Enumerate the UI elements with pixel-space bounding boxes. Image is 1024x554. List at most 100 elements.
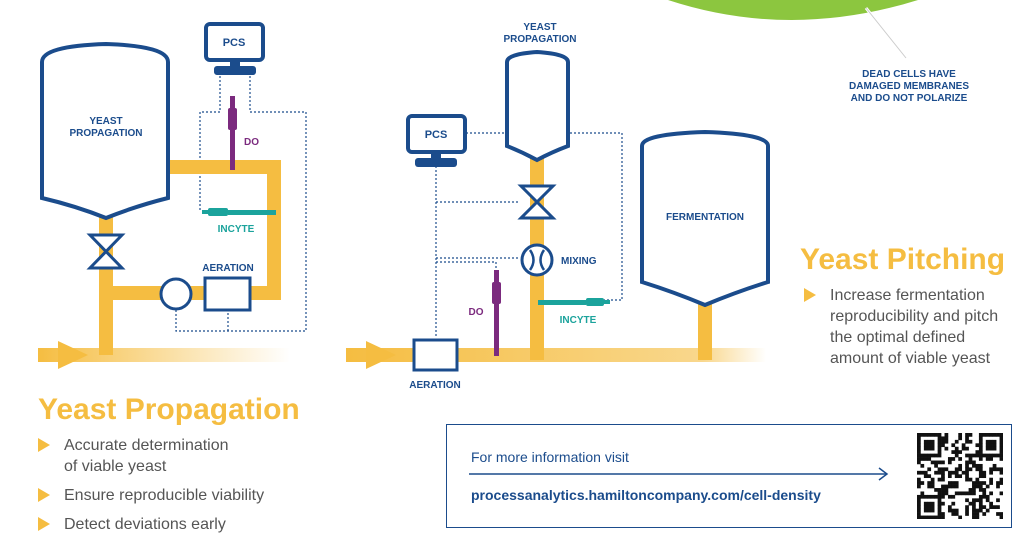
qr-module bbox=[999, 446, 1003, 451]
qr-module bbox=[951, 443, 956, 448]
qr-module bbox=[917, 498, 921, 503]
qr-module bbox=[937, 505, 942, 509]
qr-module bbox=[951, 508, 956, 513]
qr-module bbox=[965, 498, 969, 503]
qr-module bbox=[920, 453, 925, 458]
qr-module bbox=[958, 436, 963, 441]
qr-module bbox=[937, 443, 942, 448]
qr-module bbox=[954, 470, 959, 475]
qr-module bbox=[923, 457, 928, 461]
qr-module bbox=[958, 474, 963, 479]
qr-module bbox=[999, 433, 1003, 437]
qr-module bbox=[992, 433, 997, 437]
qr-module bbox=[954, 508, 959, 513]
do-sensor-icon bbox=[492, 270, 501, 356]
qr-module bbox=[961, 491, 966, 496]
qr-module bbox=[978, 498, 983, 503]
qr-module bbox=[944, 488, 949, 492]
qr-module bbox=[941, 491, 945, 496]
valve-icon bbox=[517, 184, 557, 220]
do-sensor-icon bbox=[228, 96, 237, 170]
qr-module bbox=[989, 477, 993, 482]
qr-module bbox=[992, 505, 997, 509]
qr-module bbox=[975, 484, 980, 489]
qr-module bbox=[985, 446, 990, 451]
qr-module bbox=[978, 494, 983, 499]
qr-module bbox=[965, 467, 969, 472]
qr-module bbox=[917, 439, 921, 444]
qr-module bbox=[985, 457, 990, 461]
qr-module bbox=[937, 494, 942, 499]
qr-module bbox=[999, 453, 1003, 458]
qr-module bbox=[985, 433, 990, 437]
qr-module bbox=[978, 457, 983, 461]
qr-module bbox=[972, 460, 976, 465]
aeration-unit bbox=[412, 338, 459, 372]
qr-module bbox=[941, 515, 945, 519]
qr-module bbox=[975, 450, 980, 454]
qr-module bbox=[941, 484, 945, 489]
qr-module bbox=[917, 453, 921, 458]
qr-module bbox=[927, 453, 932, 458]
qr-module bbox=[989, 467, 993, 472]
qr-module bbox=[923, 453, 928, 458]
qr-module bbox=[937, 450, 942, 454]
yeast-propagation-title: Yeast Propagation bbox=[38, 393, 300, 426]
qr-module bbox=[954, 467, 959, 472]
qr-module bbox=[972, 484, 976, 489]
qr-module bbox=[968, 477, 973, 482]
qr-module bbox=[941, 488, 945, 492]
qr-module bbox=[934, 515, 938, 519]
qr-module bbox=[917, 508, 921, 513]
qr-module bbox=[927, 439, 932, 444]
qr-module bbox=[999, 436, 1003, 441]
qr-module bbox=[999, 439, 1003, 444]
qr-module bbox=[937, 501, 942, 506]
qr-module bbox=[989, 433, 993, 437]
qr-module bbox=[978, 474, 983, 479]
mixing-label: MIXING bbox=[561, 256, 597, 267]
qr-module bbox=[978, 505, 983, 509]
qr-module bbox=[917, 505, 921, 509]
qr-module bbox=[961, 470, 966, 475]
qr-module bbox=[982, 481, 987, 485]
qr-module bbox=[920, 457, 925, 461]
qr-module bbox=[989, 470, 993, 475]
qr-module bbox=[972, 501, 976, 506]
note-line-3: AND DO NOT POLARIZE bbox=[851, 93, 968, 104]
qr-module bbox=[965, 470, 969, 475]
qr-module bbox=[930, 443, 935, 448]
qr-module bbox=[927, 494, 932, 499]
qr-module bbox=[927, 457, 932, 461]
qr-module bbox=[937, 488, 942, 492]
qr-module bbox=[930, 477, 935, 482]
bullet-arrow-icon bbox=[804, 288, 816, 302]
qr-module bbox=[930, 508, 935, 513]
qr-module bbox=[947, 481, 952, 485]
dead-cells-note: DEAD CELLS HAVE DAMAGED MEMBRANES AND DO… bbox=[849, 69, 969, 104]
qr-code-icon[interactable] bbox=[917, 433, 1003, 519]
qr-module bbox=[941, 460, 945, 465]
qr-module bbox=[992, 439, 997, 444]
qr-module bbox=[920, 481, 925, 485]
qr-module bbox=[989, 501, 993, 506]
qr-module bbox=[951, 501, 956, 506]
qr-module bbox=[978, 488, 983, 492]
tank-label-1: YEAST bbox=[89, 116, 122, 127]
qr-module bbox=[917, 481, 921, 485]
qr-module bbox=[954, 474, 959, 479]
qr-module bbox=[927, 474, 932, 479]
qr-module bbox=[920, 494, 925, 499]
qr-module bbox=[965, 477, 969, 482]
qr-module bbox=[978, 433, 983, 437]
qr-module bbox=[937, 453, 942, 458]
qr-module bbox=[965, 505, 969, 509]
qr-module bbox=[944, 439, 949, 444]
qr-module bbox=[917, 433, 921, 437]
qr-module bbox=[951, 494, 956, 499]
yeast-tank-label-2: PROPAGATION bbox=[504, 34, 577, 45]
qr-module bbox=[944, 467, 949, 472]
pcs-label: PCS bbox=[425, 129, 448, 141]
info-link[interactable]: processanalytics.hamiltoncompany.com/cel… bbox=[471, 487, 821, 503]
